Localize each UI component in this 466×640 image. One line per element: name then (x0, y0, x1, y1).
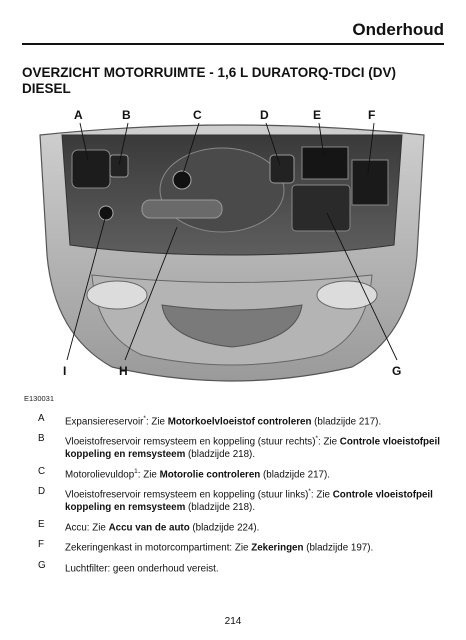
engine-block (159, 147, 285, 233)
legend-letter: A (38, 413, 45, 424)
callout-h: H (119, 364, 128, 378)
legend-item: D Vloeistofreservoir remsysteem en koppel… (38, 486, 448, 514)
legend-item: G Luchtfilter: geen onderhoud vereist. (38, 560, 448, 576)
legend-pre: Motorolievuldop (65, 469, 135, 481)
washer-cap (98, 205, 114, 221)
callout-b: B (122, 108, 131, 122)
legend-sup: * (315, 435, 318, 443)
section-title: OVERZICHT MOTORRUIMTE - 1,6 L DURATORQ-T… (22, 65, 442, 97)
legend-post: (bladzijde 218). (185, 449, 256, 461)
legend-pre: Zekeringenkast in motorcompartiment: Zie (65, 542, 252, 554)
brake-reservoir-left (269, 154, 295, 184)
section-title-line1: OVERZICHT MOTORRUIMTE - 1,6 L DURATORQ-T… (22, 65, 396, 80)
legend-bold: Controle vloeistofpeil koppeling en rems… (65, 436, 440, 461)
legend-letter: C (38, 466, 46, 478)
legend-bold: Motorkoelvloeistof controleren (167, 416, 312, 428)
expansion-reservoir (71, 149, 111, 189)
callout-leaders (66, 122, 398, 361)
intake-pipe (141, 199, 223, 219)
legend-pre: Accu: Zie (65, 522, 109, 534)
legend-pre: Vloeistofreservoir remsysteem en koppeli… (65, 436, 316, 448)
legend-pre: Vloeistofreservoir remsysteem en koppeli… (65, 489, 309, 501)
legend-letter: E (38, 519, 45, 531)
callout-f: F (368, 108, 375, 122)
legend-letter: D (38, 486, 46, 498)
legend-pre: Expansiereservoir (65, 416, 144, 428)
legend-text: Zekeringenkast in motorcompartiment: Zie… (65, 539, 373, 555)
legend-item: F Zekeringenkast in motorcompartiment: Zi… (38, 539, 448, 555)
callout-e: E (313, 108, 321, 122)
legend-item: C Motorolievuldop1: Zie Motorolie control… (38, 466, 448, 482)
brake-reservoir-right (109, 154, 129, 178)
legend-post: (bladzijde 224). (189, 522, 260, 534)
legend-post: (bladzijde 217). (260, 469, 330, 481)
grille (161, 304, 303, 348)
legend-text: Accu: Zie Accu van de auto (bladzijde 22… (65, 519, 259, 535)
oil-filler-cap (172, 170, 192, 190)
battery (301, 146, 349, 180)
legend-text: Motorolievuldop1: Zie Motorolie controle… (65, 466, 330, 482)
air-filter (291, 184, 351, 232)
page-number: 214 (224, 616, 242, 627)
legend-letter: F (38, 539, 44, 551)
legend-bold: Accu van de auto (108, 522, 190, 534)
legend-text: Vloeistofreservoir remsysteem en koppeli… (65, 433, 448, 461)
legend-item: E Accu: Zie Accu van de auto (bladzijde 2… (38, 519, 448, 535)
legend-post: (bladzijde 218). (185, 502, 256, 514)
legend-sup: 1 (134, 468, 138, 476)
legend-sup: * (143, 415, 146, 422)
legend-text: Luchtfilter: geen onderhoud vereist. (65, 560, 219, 576)
legend-mid: : Zie (137, 469, 160, 481)
figure-id: E130031 (24, 394, 55, 403)
legend-letter: B (38, 433, 45, 445)
page-header (0, 0, 466, 54)
legend-post: (bladzijde 197). (303, 542, 374, 554)
legend-sup: * (308, 488, 311, 496)
callout-a: A (74, 108, 83, 122)
callout-c: C (193, 108, 202, 122)
legend-letter: G (38, 559, 46, 571)
page-title: Onderhoud (352, 20, 444, 39)
legend-mid: : Zie (145, 416, 168, 428)
right-headlamp (316, 280, 378, 310)
header-rule (22, 43, 444, 45)
legend-item: A Expansiereservoir*: Zie Motorkoelvloeis… (38, 413, 448, 429)
legend-bold: Controle vloeistofpeil koppeling en rems… (65, 489, 433, 514)
fuse-box (351, 159, 389, 206)
legend-item: B Vloeistofreservoir remsysteem en koppel… (38, 433, 448, 461)
legend-mid: : Zie (318, 436, 340, 448)
legend-mid: : Zie (310, 489, 333, 501)
engine-bay-diagram: A B C D E F I H G (39, 108, 425, 382)
legend-post: (bladzijde 217). (311, 416, 382, 428)
callout-g: G (392, 364, 401, 378)
legend-pre: Luchtfilter: geen onderhoud vereist. (65, 562, 219, 574)
legend-bold: Zekeringen (251, 542, 304, 554)
left-headlamp (86, 280, 148, 310)
legend-text: Expansiereservoir*: Zie Motorkoelvloeist… (65, 413, 381, 429)
legend-bold: Motorolie controleren (159, 469, 261, 481)
section-title-line2: DIESEL (22, 81, 71, 96)
legend-text: Vloeistofreservoir remsysteem en koppeli… (65, 486, 448, 514)
callout-i: I (63, 364, 66, 378)
callout-d: D (260, 108, 269, 122)
